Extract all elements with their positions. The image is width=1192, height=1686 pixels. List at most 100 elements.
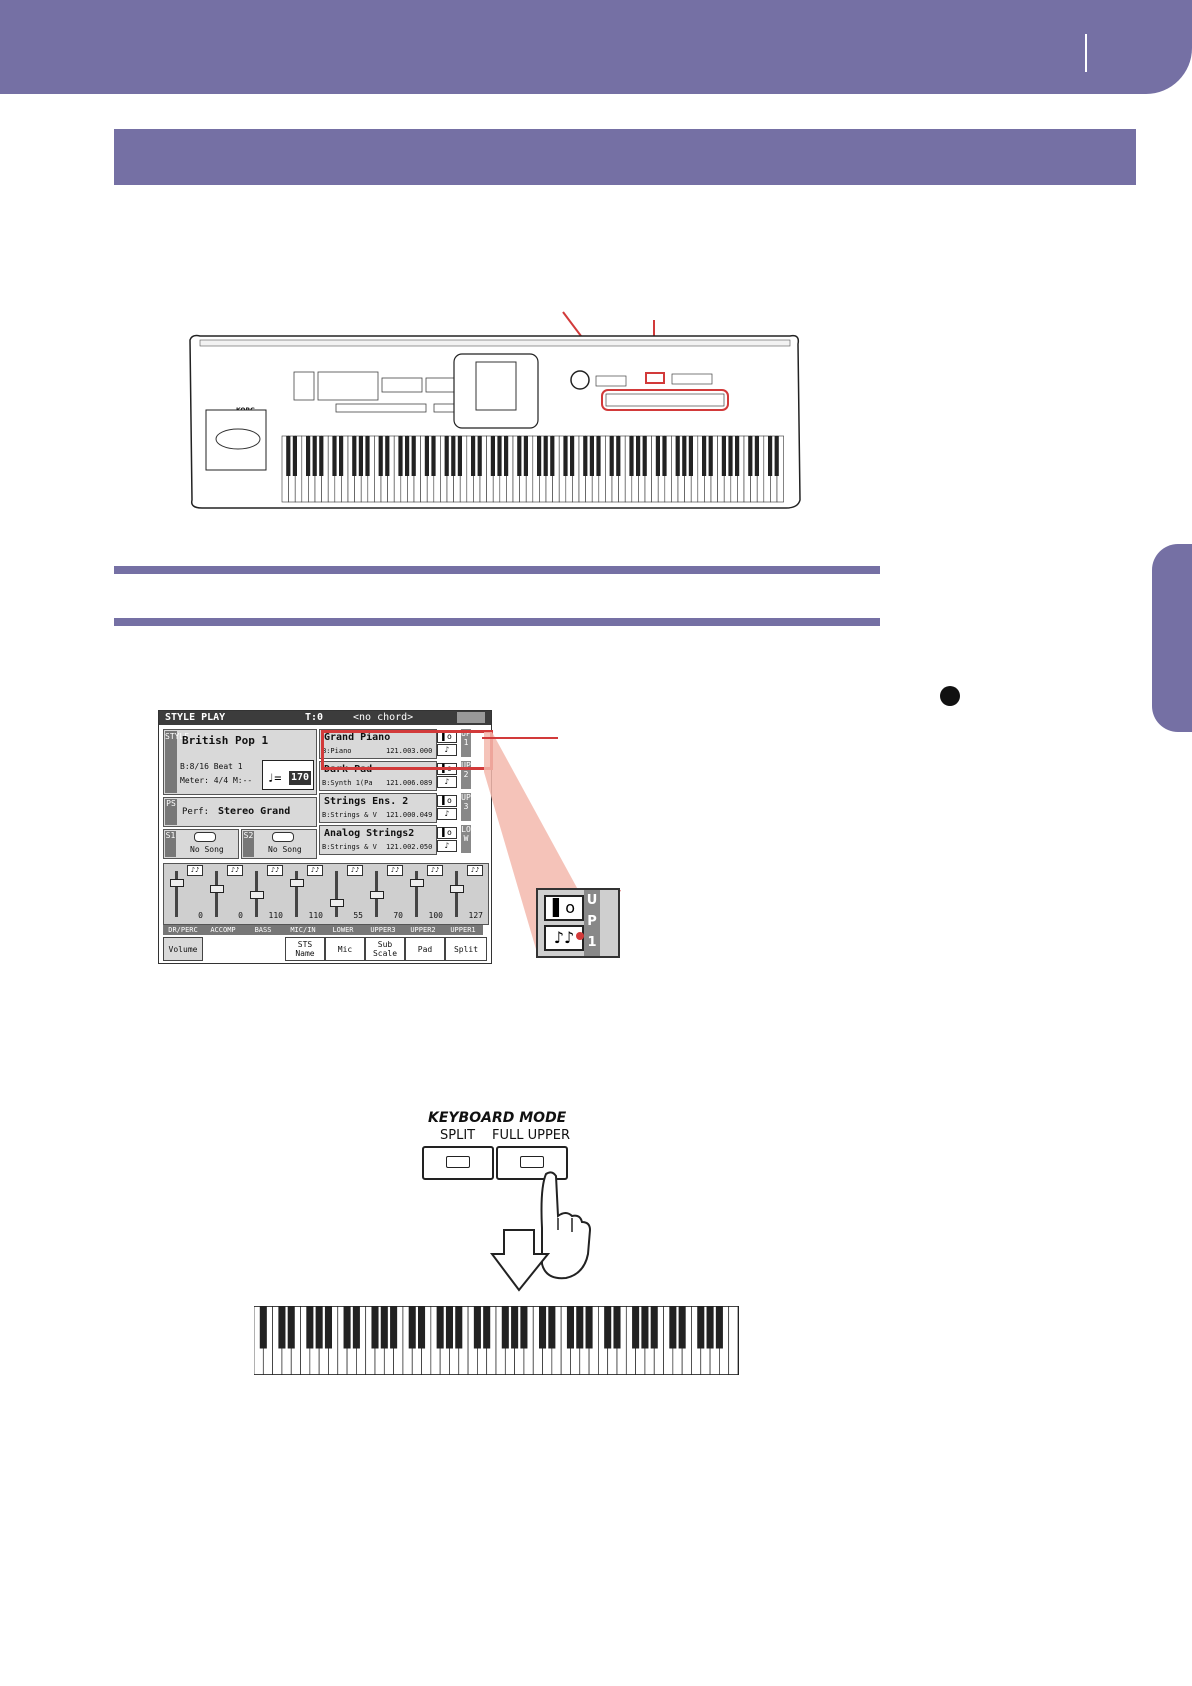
mixer-channel[interactable]: ♪♪ 110 (247, 865, 285, 923)
channel-label: ACCOMP (203, 925, 243, 935)
style-block[interactable]: STYLE British Pop 1 B:8/16 Beat 1 Meter:… (163, 729, 317, 795)
black-key (721, 436, 726, 476)
mixer-channel[interactable]: ♪♪ 70 (367, 865, 405, 923)
fader-cap[interactable] (450, 885, 464, 893)
black-key (477, 436, 482, 476)
white-key (728, 1306, 739, 1375)
track-icons[interactable]: ▌o ♪ (437, 825, 459, 853)
track-icon-zoom: ▌o ♪♪ UP1 (536, 888, 620, 958)
tab-pad[interactable]: Pad (405, 937, 445, 961)
tempo-box[interactable]: 170 ♩= (262, 760, 314, 790)
chord-display: <no chord> (353, 712, 414, 723)
black-key (768, 436, 773, 476)
meter-readout: Meter: 4/4 M:-- (180, 776, 253, 785)
black-key (774, 436, 779, 476)
tab-sts-name[interactable]: STS Name (285, 937, 325, 961)
fader-cap[interactable] (290, 879, 304, 887)
music-note-icon: ♪♪ (227, 865, 243, 876)
mixer-channel[interactable]: ♪♪ 0 (167, 865, 205, 923)
tab-volume[interactable]: Volume (163, 937, 203, 961)
channel-label: UPPER3 (363, 925, 403, 935)
tab-mic[interactable]: Mic (325, 937, 365, 961)
tab-split[interactable]: Split (445, 937, 487, 961)
black-key (728, 436, 733, 476)
fader-cap[interactable] (330, 899, 344, 907)
fader-cap[interactable] (170, 879, 184, 887)
black-key (735, 436, 740, 476)
track-number: 121.006.089 (386, 779, 433, 787)
black-key (613, 1306, 621, 1349)
track-number: 121.003.000 (386, 747, 433, 755)
song-player-2[interactable]: S2 No Song (241, 829, 317, 859)
song-player-1[interactable]: S1 No Song (163, 829, 239, 859)
tempo-indicator: T:0 (305, 712, 324, 723)
black-key (697, 1306, 705, 1349)
music-note-icon: ♪♪ (467, 865, 483, 876)
black-key (324, 1306, 332, 1349)
split-button[interactable] (422, 1146, 494, 1180)
mixer-channel[interactable]: ♪♪ 55 (327, 865, 365, 923)
black-key (405, 436, 410, 476)
black-key (483, 1306, 491, 1349)
track-block[interactable]: Grand Piano B:Piano 121.003.000 (319, 729, 437, 759)
music-note-icon: ♪ (437, 776, 457, 788)
track-bank: B:Synth 1(Pa (322, 779, 373, 787)
track-block[interactable]: Analog Strings2 B:Strings & V 121.002.05… (319, 825, 437, 855)
channel-label: DR/PERC (163, 925, 203, 935)
drum-mute-icon: ▌o (544, 895, 584, 921)
black-key (390, 1306, 398, 1349)
full-upper-button[interactable] (496, 1146, 568, 1180)
track-side-label: UP2 (461, 761, 471, 789)
black-key (504, 436, 509, 476)
black-key (490, 436, 495, 476)
drum-mute-icon: ▌o (437, 795, 457, 807)
track-icons[interactable]: ▌o ♪ (437, 793, 459, 821)
fader-cap[interactable] (370, 891, 384, 899)
music-note-icon: ♪♪ (427, 865, 443, 876)
black-key (609, 436, 614, 476)
black-key (576, 1306, 584, 1349)
perf-name: Stereo Grand (218, 806, 291, 817)
style-play-screen: STYLE PLAY T:0 <no chord> STYLE British … (158, 710, 492, 964)
mixer-channel[interactable]: ♪♪ 100 (407, 865, 445, 923)
song1-name: No Song (190, 845, 224, 854)
black-key (636, 436, 641, 476)
music-note-icon: ♪ (437, 744, 457, 756)
black-key (339, 436, 344, 476)
performance-block[interactable]: PS Perf: Stereo Grand (163, 797, 317, 827)
black-key (655, 436, 660, 476)
dial-icon (570, 370, 590, 390)
fader-track (455, 871, 458, 917)
fader-cap[interactable] (410, 879, 424, 887)
mixer-channel[interactable]: ♪♪ 127 (447, 865, 485, 923)
black-key (497, 436, 502, 476)
black-key (563, 436, 568, 476)
track-bank: B:Piano (322, 747, 352, 755)
music-note-icon: ♪♪ (347, 865, 363, 876)
black-key (678, 1306, 686, 1349)
menu-arrow-icon[interactable] (457, 712, 485, 723)
disk-icon (272, 832, 294, 842)
black-key (585, 1306, 593, 1349)
black-key (669, 1306, 677, 1349)
section-heading-band (114, 129, 1136, 185)
fader-cap[interactable] (250, 891, 264, 899)
black-key (444, 436, 449, 476)
channel-label: UPPER1 (443, 925, 483, 935)
track-block[interactable]: Dark Pad B:Synth 1(Pa 121.006.089 (319, 761, 437, 791)
black-key (583, 436, 588, 476)
black-key (616, 436, 621, 476)
mixer-channel[interactable]: ♪♪ 110 (287, 865, 325, 923)
tab-sub-scale[interactable]: Sub Scale (365, 937, 405, 961)
track-block[interactable]: Strings Ens. 2 B:Strings & V 121.000.049 (319, 793, 437, 823)
fader-track (335, 871, 338, 917)
highlight-track-select (601, 389, 729, 411)
volume-value: 127 (468, 911, 483, 920)
fader-cap[interactable] (210, 885, 224, 893)
channel-label: LOWER (323, 925, 363, 935)
mixer-channel[interactable]: ♪♪ 0 (207, 865, 245, 923)
black-key (292, 436, 297, 476)
track-side-label: UP1 (461, 729, 471, 757)
fader-track (415, 871, 418, 917)
black-key (641, 1306, 649, 1349)
